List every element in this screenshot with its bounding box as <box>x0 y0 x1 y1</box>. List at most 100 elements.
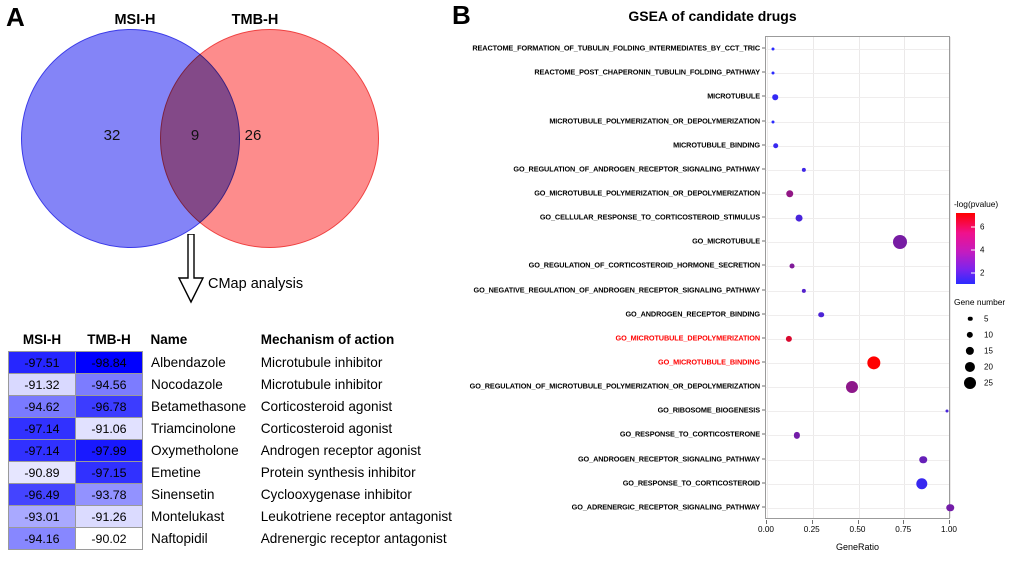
y-axis-tick <box>762 192 765 194</box>
header-moa: Mechanism of action <box>250 330 456 352</box>
data-point <box>846 381 859 394</box>
cell-msi-score: -96.49 <box>8 483 76 506</box>
gridline-horizontal <box>766 338 949 340</box>
y-axis-label: MICROTUBULE_POLYMERIZATION_OR_DEPOLYMERI… <box>549 116 760 126</box>
header-tmb: TMB-H <box>75 330 143 352</box>
gridline-vertical <box>767 37 768 518</box>
data-point <box>946 504 954 512</box>
data-point <box>772 142 779 149</box>
y-axis-label: GO_MICROTUBULE_POLYMERIZATION_OR_DEPOLYM… <box>534 188 760 198</box>
cell-tmb-score: -93.78 <box>75 483 143 506</box>
y-axis-tick <box>762 482 765 484</box>
cell-msi-score: -90.89 <box>8 461 76 484</box>
gridline-horizontal <box>766 169 949 171</box>
data-point <box>794 432 801 439</box>
y-axis-tick <box>762 240 765 242</box>
cell-drug-name: Sinensetin <box>151 487 215 502</box>
x-axis-tick <box>903 520 905 524</box>
venn-diagram: MSI-H TMB-H 32 9 26 CMap analysis <box>0 0 440 330</box>
data-point <box>892 235 907 250</box>
y-axis-tick <box>762 216 765 218</box>
gridline-horizontal <box>766 266 949 268</box>
cell-mechanism: Androgen receptor agonist <box>260 443 421 458</box>
y-axis-tick <box>762 289 765 291</box>
y-axis-tick <box>762 458 765 460</box>
y-axis-label: GO_MICROTUBULE_DEPOLYMERIZATION <box>615 333 761 343</box>
cell-drug-name: Emetine <box>151 465 201 480</box>
cell-drug-name: Nocodazole <box>151 377 223 392</box>
data-point <box>801 288 806 293</box>
legend-size-dot <box>964 361 976 372</box>
gridline-horizontal <box>766 314 949 316</box>
legend-size-title: Gene number <box>954 297 1006 307</box>
y-axis-tick <box>762 313 765 315</box>
legend-size-dot <box>964 376 976 389</box>
y-axis-tick <box>762 361 765 363</box>
data-point <box>867 356 881 370</box>
cell-msi-score: -94.62 <box>8 395 76 418</box>
y-axis-label: GO_REGULATION_OF_MICROTUBULE_POLYMERIZAT… <box>469 381 760 391</box>
legend-size-label: 10 <box>984 330 993 339</box>
gridline-vertical <box>950 37 951 518</box>
gridline-horizontal <box>766 363 949 365</box>
y-axis-label: MICROTUBULE_BINDING <box>673 140 760 150</box>
cell-tmb-score: -91.26 <box>75 505 143 528</box>
y-axis-label: MICROTUBULE <box>707 91 760 101</box>
x-axis-title: GeneRatio <box>835 542 880 552</box>
data-point <box>771 120 775 124</box>
data-point <box>795 214 803 222</box>
cell-msi-score: -93.01 <box>8 505 76 528</box>
header-name: Name <box>142 330 251 352</box>
cell-msi-score: -97.14 <box>8 417 76 440</box>
y-axis-tick <box>762 385 765 387</box>
x-axis-tick <box>949 520 950 524</box>
legend-size-item: 10 <box>956 327 1016 342</box>
y-axis-label: GO_RIBOSOME_BIOGENESIS <box>657 405 761 415</box>
cell-drug-name: Triamcinolone <box>151 421 236 436</box>
gridline-horizontal <box>766 411 949 413</box>
venn-count-msi-only: 32 <box>103 127 121 144</box>
gridline-vertical <box>812 37 814 518</box>
gridline-horizontal <box>766 483 949 485</box>
data-point <box>818 311 824 318</box>
y-axis-label: GO_ANDROGEN_RECEPTOR_SIGNALING_PATHWAY <box>577 454 760 464</box>
data-point <box>919 455 928 464</box>
cell-mechanism: Cyclooxygenase inhibitor <box>260 487 412 502</box>
cell-mechanism: Protein synthesis inhibitor <box>260 465 416 480</box>
y-axis-tick <box>762 47 765 49</box>
data-point <box>771 71 775 75</box>
gridline-horizontal <box>766 121 949 123</box>
cell-drug-name: Oxymetholone <box>151 443 239 458</box>
gridline-horizontal <box>766 145 949 147</box>
legend-size-label: 15 <box>984 346 993 355</box>
legend-color-tick-label: 2 <box>980 268 985 278</box>
y-axis-tick <box>762 506 765 508</box>
y-axis-tick <box>762 71 765 73</box>
legend-size-item: 15 <box>956 343 1016 358</box>
y-axis-tick <box>762 120 765 122</box>
venn-label-tmb: TMB-H <box>231 12 279 28</box>
gridline-vertical <box>904 37 906 518</box>
y-axis-tick <box>762 95 765 97</box>
x-axis-tick <box>857 520 859 524</box>
cell-mechanism: Microtubule inhibitor <box>260 355 383 370</box>
y-axis-label: GO_REGULATION_OF_CORTICOSTEROID_HORMONE_… <box>528 260 760 270</box>
gridline-horizontal <box>766 459 949 461</box>
y-axis-label: REACTOME_FORMATION_OF_TUBULIN_FOLDING_IN… <box>472 43 760 53</box>
panel-b-letter: B <box>452 0 471 30</box>
candidate-drug-table: MSI-H TMB-H Name Mechanism of action -97… <box>8 330 456 550</box>
y-axis-label: GO_ANDROGEN_RECEPTOR_BINDING <box>625 309 760 319</box>
legend-size-dot <box>965 346 975 355</box>
y-axis-label: GO_ADRENERGIC_RECEPTOR_SIGNALING_PATHWAY <box>571 502 760 512</box>
x-axis-tick-label: 0.25 <box>803 525 820 534</box>
y-axis-label: GO_RESPONSE_TO_CORTICOSTEROID <box>622 478 760 488</box>
x-axis-tick-label: 1.00 <box>941 525 957 534</box>
cell-mechanism: Corticosteroid agonist <box>260 421 393 436</box>
gsea-dotplot: GSEA of candidate drugs REACTOME_FORMATI… <box>440 0 1020 562</box>
legend-color-gradient <box>956 213 975 284</box>
